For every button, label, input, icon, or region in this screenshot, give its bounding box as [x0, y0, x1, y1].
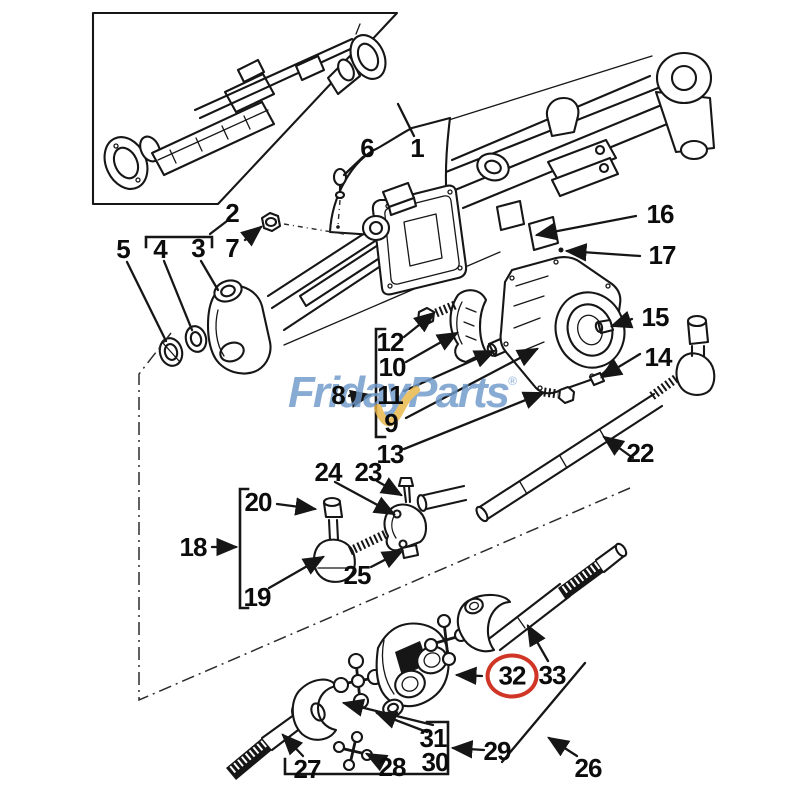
part-label-30: 30 — [421, 747, 450, 777]
part-label-32: 32 — [485, 653, 539, 699]
part-label-29: 29 — [483, 736, 512, 766]
part-label-2: 2 — [225, 198, 240, 228]
part-label-20: 20 — [244, 487, 273, 517]
part-label-16: 16 — [646, 199, 675, 229]
part-label-7: 7 — [225, 233, 240, 263]
part-label-12: 12 — [376, 327, 405, 357]
part-label-24: 24 — [314, 457, 343, 487]
part-label-13: 13 — [376, 439, 405, 469]
part-label-26: 26 — [574, 753, 603, 783]
part-label-23: 23 — [354, 457, 383, 487]
part-label-19: 19 — [243, 582, 272, 612]
part-label-33: 33 — [538, 660, 567, 690]
axle-housing — [157, 53, 714, 374]
part-label-6: 6 — [360, 133, 375, 163]
part-label-9: 9 — [384, 408, 399, 438]
part-label-27: 27 — [293, 754, 322, 784]
part-label-3: 3 — [191, 233, 206, 263]
part-label-8: 8 — [331, 380, 346, 410]
part-label-22: 22 — [626, 438, 655, 468]
part-label-18: 18 — [179, 532, 208, 562]
part-label-4: 4 — [153, 234, 168, 264]
part-label-1: 1 — [410, 133, 425, 163]
part-label-11: 11 — [377, 380, 403, 410]
part-label-10: 10 — [378, 352, 407, 382]
part-label-31: 31 — [419, 723, 448, 753]
tie-rod-linkage — [314, 316, 714, 582]
part-label-5: 5 — [116, 234, 131, 264]
callout-leaders — [127, 104, 640, 774]
part-label-17: 17 — [648, 240, 677, 270]
part-label-28: 28 — [378, 752, 407, 782]
part-label-25: 25 — [343, 560, 372, 590]
inset-assembled-axle — [93, 13, 397, 204]
part-label-15: 15 — [641, 302, 670, 332]
part-label-14: 14 — [644, 342, 673, 372]
